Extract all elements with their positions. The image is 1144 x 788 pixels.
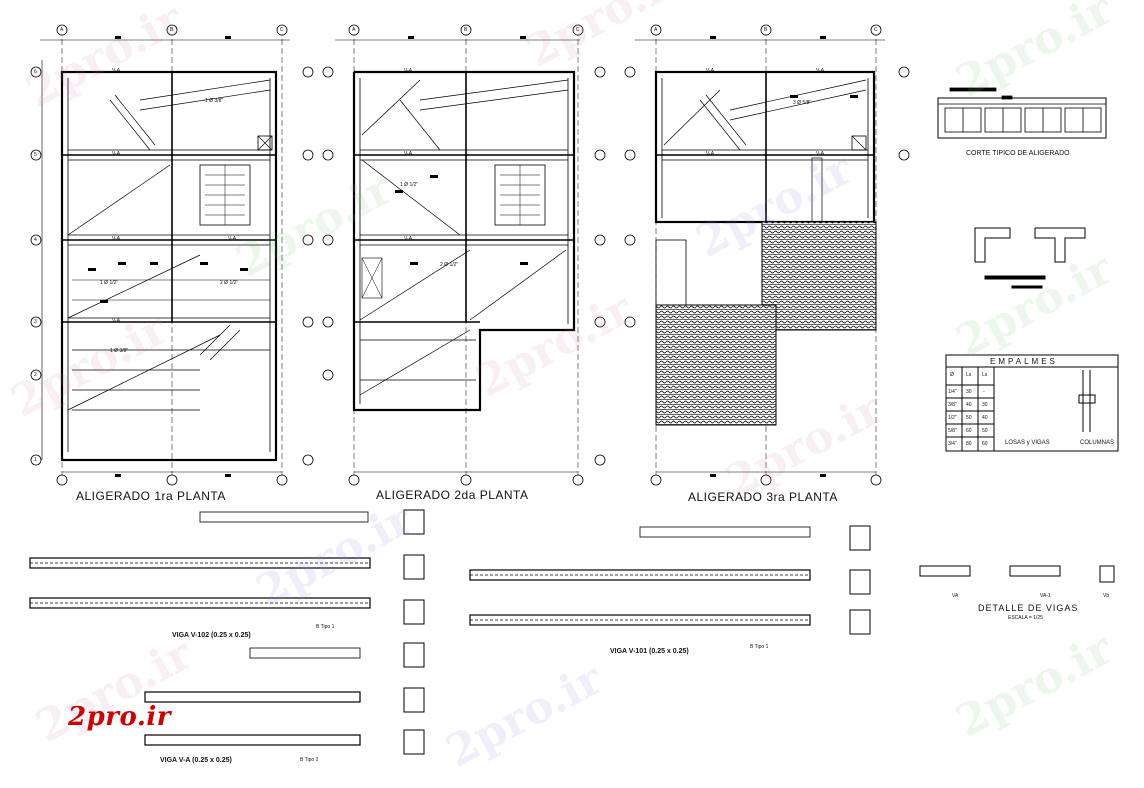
viga-tipo: B Tipo 1 — [750, 644, 769, 650]
empalmes-cell: 80 — [966, 441, 972, 447]
slab-label: V-A — [112, 151, 121, 157]
axis-label: 6 — [34, 69, 37, 75]
corte-title: CORTE TIPICO DE ALIGERADO — [966, 150, 1070, 157]
detalle-label: VA-1 — [1040, 593, 1051, 599]
beam-sections — [403, 509, 1115, 755]
rebar-label: 2 Ø 1/2" — [440, 262, 459, 268]
axis-label: B — [170, 27, 174, 33]
empalmes-cell: 30 — [982, 402, 988, 408]
empalmes-cell: 3/8" — [948, 402, 957, 408]
axis-label: A — [654, 27, 658, 33]
empalmes-cell: - — [983, 389, 985, 395]
empalmes-frame — [945, 354, 1119, 452]
axis-label: C — [576, 27, 580, 33]
detalle-label: Vb — [1103, 593, 1110, 599]
plan-1-title: ALIGERADO 1ra PLANTA — [76, 489, 226, 503]
empalmes-cell: 3/4" — [948, 441, 957, 447]
empalmes-cell: 40 — [966, 402, 972, 408]
viga-tipo: B Tipo 2 — [300, 757, 319, 763]
slab-label: V-A — [112, 318, 121, 324]
rebar-label: 1 Ø 3/8" — [110, 348, 129, 354]
empalmes-foot: LOSAS y VIGAS — [1005, 440, 1050, 446]
empalmes-cell: 60 — [966, 428, 972, 434]
empalmes-title: EMPALMES — [990, 357, 1058, 366]
empalmes-header: Ø — [950, 372, 954, 378]
rebar-label: 1 Ø 3/8" — [205, 98, 224, 104]
empalmes-foot: COLUMNAS — [1080, 440, 1115, 446]
rebar-label: 1 Ø 1/2" — [400, 182, 419, 188]
slab-label: V-A — [706, 68, 715, 74]
plan-3-title: ALIGERADO 3ra PLANTA — [688, 490, 838, 504]
viga-title: VIGA V-101 (0.25 x 0.25) — [610, 648, 689, 655]
rebar-label: 2 Ø 1/2" — [220, 280, 239, 286]
empalmes-header: Ls — [982, 372, 988, 378]
plan-2 — [335, 30, 580, 475]
axis-label: B — [464, 27, 468, 33]
axis-label: C — [874, 27, 878, 33]
slab-label: V-A — [816, 68, 825, 74]
viga-title: VIGA V-102 (0.25 x 0.25) — [172, 632, 251, 639]
axis-label: 5 — [34, 152, 37, 158]
empalmes-cell: 40 — [982, 415, 988, 421]
site-logo: 2pro.ir — [68, 702, 171, 732]
axis-label: B — [764, 27, 768, 33]
axis-label: A — [60, 27, 64, 33]
axis-label: 1 — [34, 457, 37, 463]
beam-column-joint-details — [974, 227, 1086, 289]
empalmes-cell: 50 — [982, 428, 988, 434]
viga-tipo: B Tipo 1 — [316, 624, 335, 630]
slab-label: V-A — [404, 236, 413, 242]
axis-bubbles — [30, 24, 910, 486]
slab-label: V-A — [112, 68, 121, 74]
viga-title: VIGA V-A (0.25 x 0.25) — [160, 757, 232, 764]
empalmes-cell: 1/4" — [948, 389, 957, 395]
empalmes-cell: 30 — [966, 389, 972, 395]
slab-label: V-A — [404, 68, 413, 74]
axis-label: A — [352, 27, 356, 33]
plan-2-title: ALIGERADO 2da PLANTA — [376, 488, 529, 502]
beam-elevations — [29, 511, 811, 746]
rebar-label: 3 Ø 5/8" — [793, 100, 812, 106]
empalmes-cell: 5/8" — [948, 428, 957, 434]
empalmes-cell: 60 — [982, 441, 988, 447]
axis-label: C — [280, 27, 284, 33]
detalle-title: DETALLE DE VIGAS — [978, 603, 1079, 613]
corte-tipico-aligerado — [937, 87, 1107, 139]
empalmes-cell: 50 — [966, 415, 972, 421]
plan-3 — [635, 30, 885, 475]
slab-label: V-A — [706, 151, 715, 157]
empalmes-cell: 1/2" — [948, 415, 957, 421]
detalle-scale: ESCALA = 1/25 — [1008, 615, 1043, 621]
empalmes-header: Ls — [966, 372, 972, 378]
axis-label: 4 — [34, 237, 37, 243]
dimension-ticks — [88, 36, 858, 477]
rebar-label: 1 Ø 1/2" — [100, 280, 119, 286]
slab-label: V-A — [112, 236, 121, 242]
detalle-label: VA — [952, 593, 959, 599]
axis-label: 2 — [34, 372, 37, 378]
slab-label: V-A — [816, 151, 825, 157]
slab-label: V-A — [228, 236, 237, 242]
axis-label: 3 — [34, 319, 37, 325]
slab-label: V-A — [404, 151, 413, 157]
